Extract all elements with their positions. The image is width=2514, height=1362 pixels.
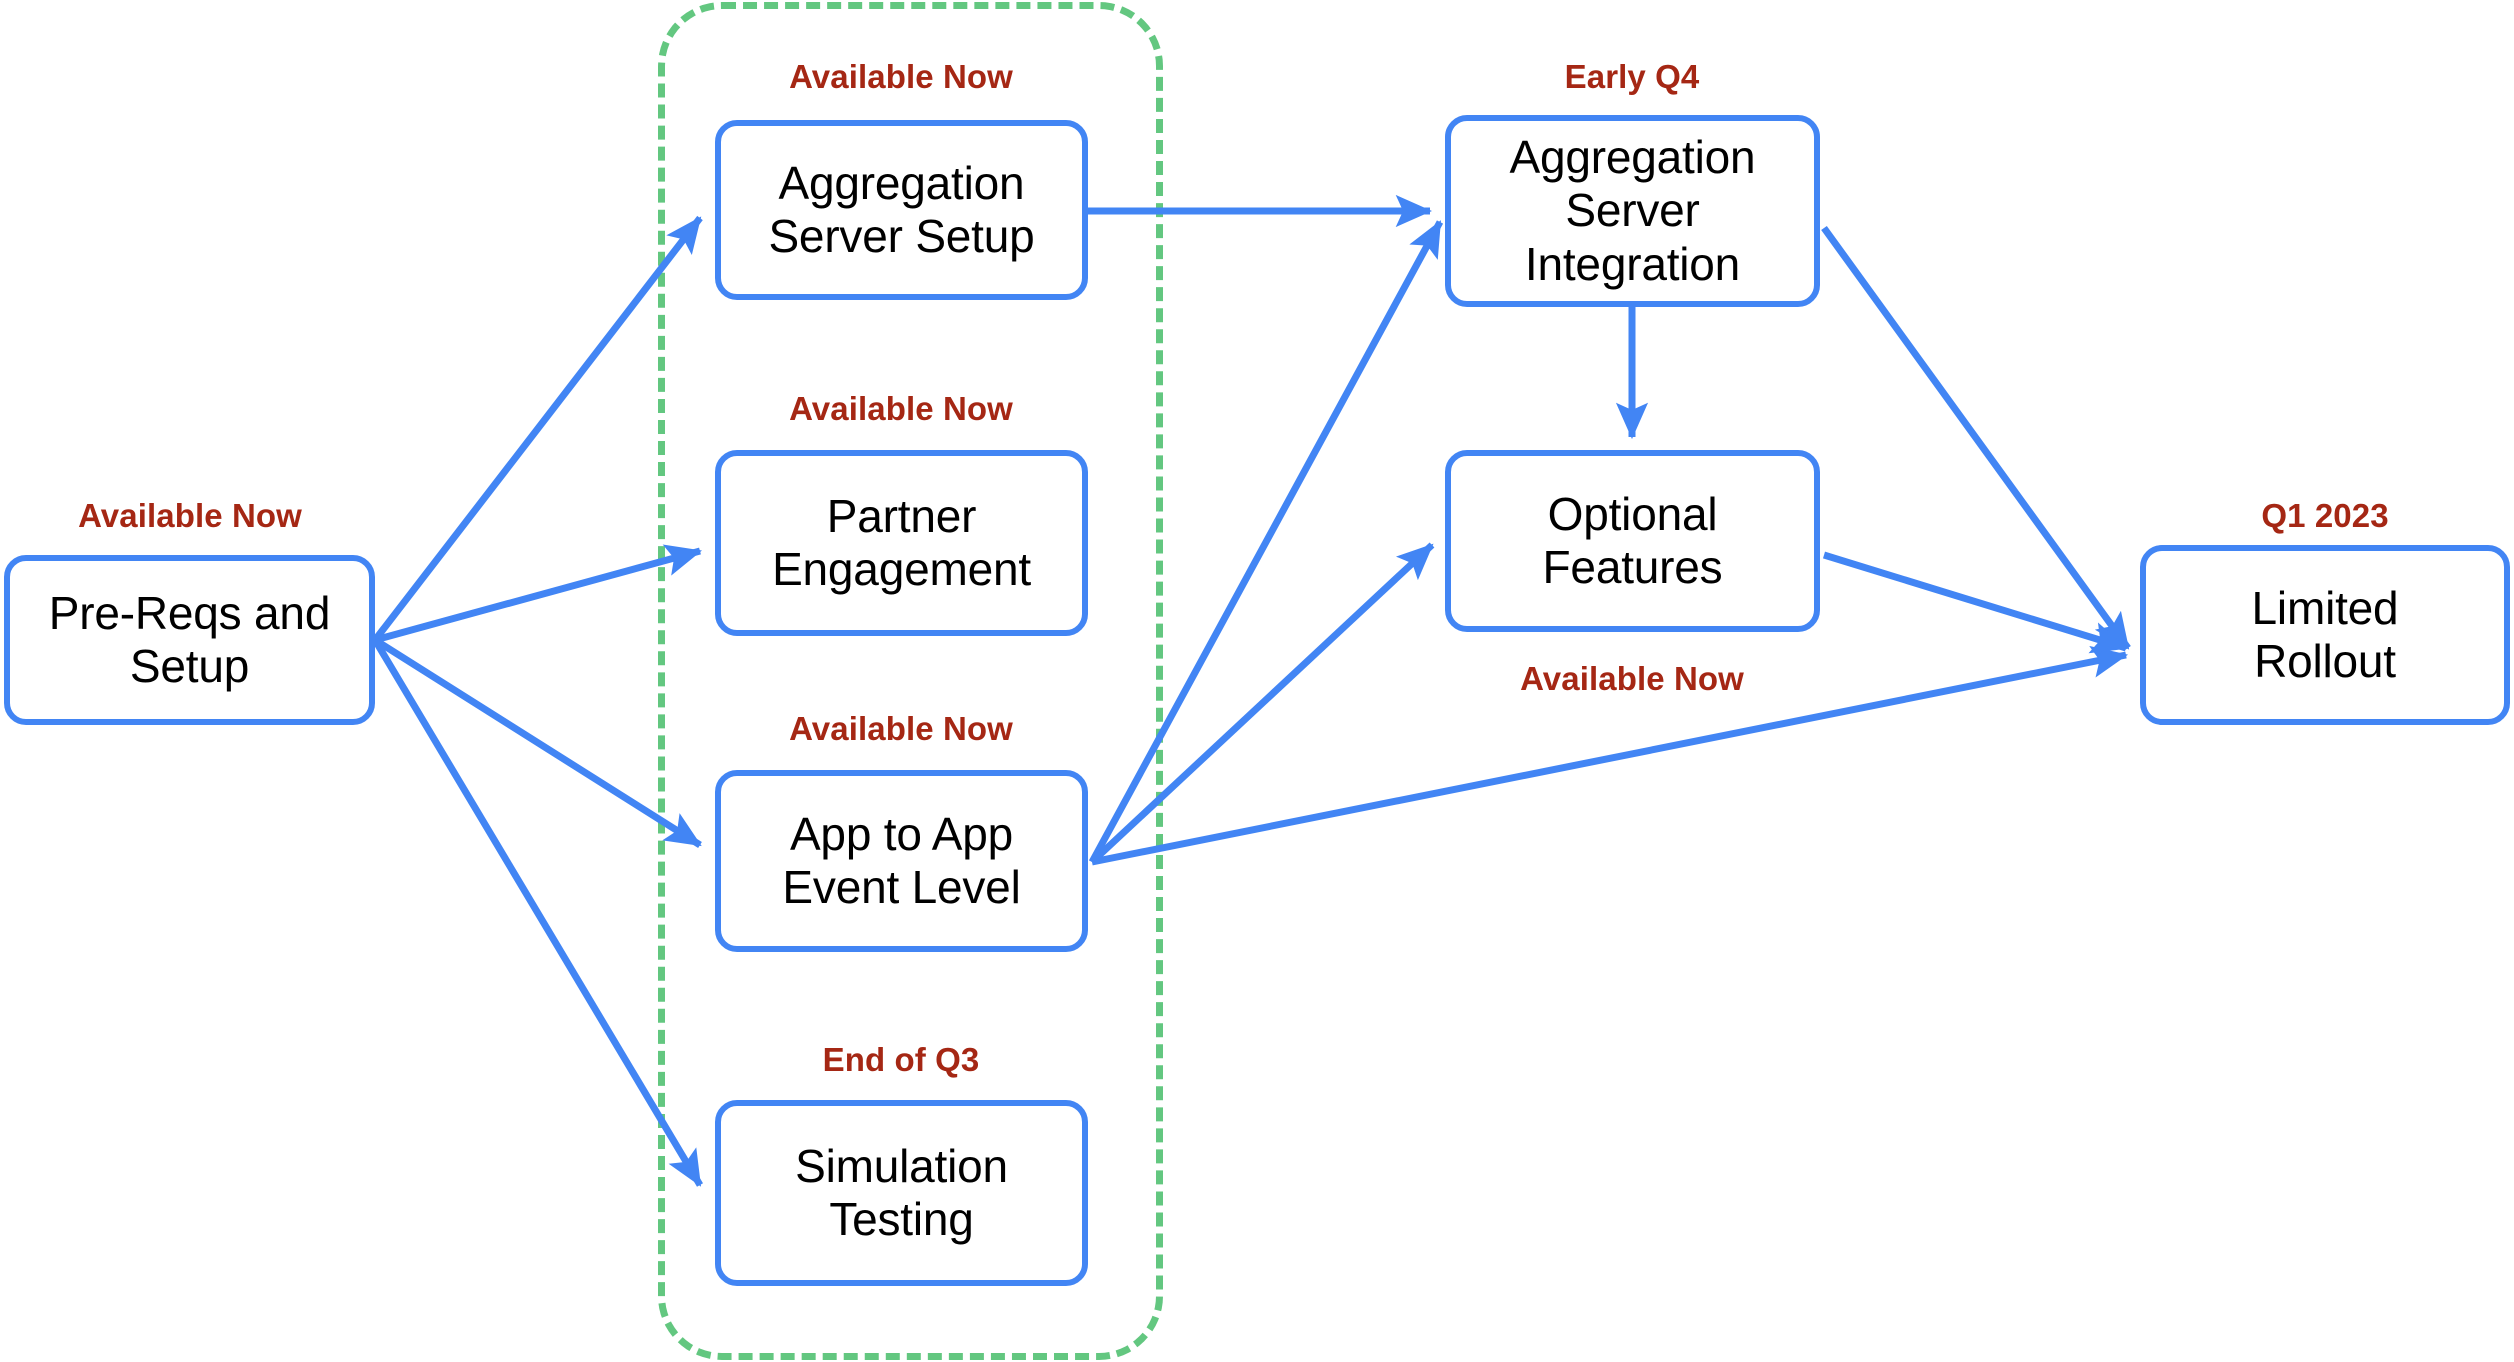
node-label-optional-features: Optional Features	[1542, 487, 1723, 593]
status-label-pre-reqs-and-setup: Available Now	[78, 497, 302, 534]
status-label-app-to-app-event-level: Available Now	[789, 710, 1013, 747]
node-label-aggregation-server-integration: Aggregation Server Integration	[1509, 130, 1756, 290]
status-label-limited-rollout: Q1 2023	[2261, 497, 2389, 534]
node-label-aggregation-server-setup: Aggregation Server Setup	[768, 156, 1035, 262]
node-label-partner-engagement: Partner Engagement	[772, 489, 1031, 595]
edge-prereqs-to-partner	[374, 544, 703, 644]
node-partner-engagement[interactable]: Partner Engagement	[715, 450, 1088, 636]
status-label-aggregation-server-integration: Early Q4	[1564, 58, 1700, 95]
edge-prereqs-to-agg-setup	[372, 215, 703, 643]
node-label-pre-reqs-and-setup: Pre-Reqs and Setup	[48, 586, 331, 692]
status-label-simulation-testing: End of Q3	[822, 1041, 980, 1078]
node-label-simulation-testing: Simulation Testing	[795, 1139, 1008, 1245]
node-simulation-testing[interactable]: Simulation Testing	[715, 1100, 1088, 1286]
node-aggregation-server-integration[interactable]: Aggregation Server Integration	[1445, 115, 1820, 307]
node-aggregation-server-setup[interactable]: Aggregation Server Setup	[715, 120, 1088, 300]
node-pre-reqs-and-setup[interactable]: Pre-Reqs and Setup	[4, 555, 375, 725]
status-label-partner-engagement: Available Now	[789, 390, 1013, 427]
node-label-limited-rollout: Limited Rollout	[2251, 581, 2399, 687]
edge-prereqs-to-app-to-app	[373, 637, 702, 848]
edge-optional-to-limited-rollout	[1822, 551, 2129, 654]
edge-prereqs-to-simulation	[371, 638, 704, 1187]
status-label-optional-features: Available Now	[1520, 660, 1744, 697]
node-app-to-app-event-level[interactable]: App to App Event Level	[715, 770, 1088, 952]
node-label-app-to-app-event-level: App to App Event Level	[782, 807, 1021, 913]
node-limited-rollout[interactable]: Limited Rollout	[2140, 545, 2510, 725]
edge-agg-integration-to-limited	[1821, 225, 2131, 651]
status-label-aggregation-server-setup: Available Now	[789, 58, 1013, 95]
node-optional-features[interactable]: Optional Features	[1445, 450, 1820, 632]
